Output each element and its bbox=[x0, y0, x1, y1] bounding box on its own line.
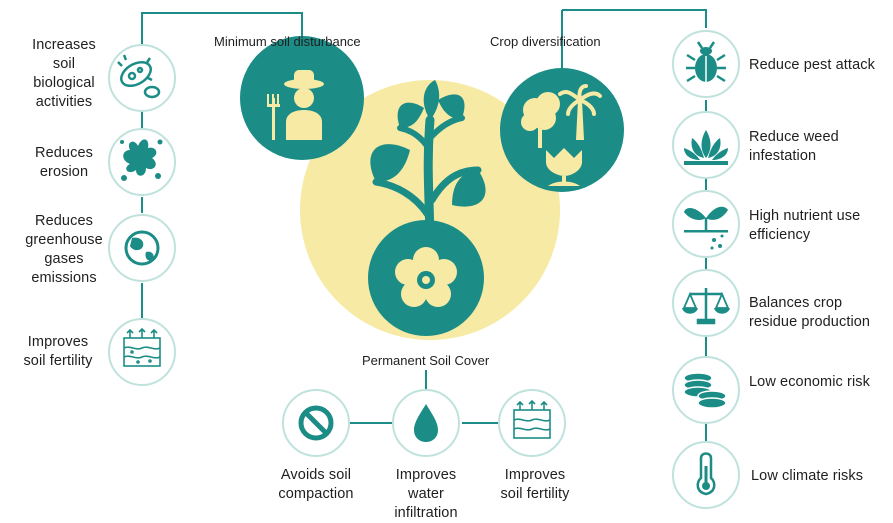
sprout-icon bbox=[684, 206, 728, 250]
right-benefit-label-1: Reduce pest attack bbox=[749, 56, 875, 75]
right-benefit-label-4: Balances crop residue production bbox=[749, 294, 870, 332]
label-line: residue production bbox=[749, 314, 871, 330]
water-drop-icon bbox=[414, 404, 438, 442]
minimum-soil-disturbance-circle bbox=[240, 36, 364, 160]
left-benefit-label-3: Reduces greenhouse gases emissions bbox=[16, 212, 112, 288]
right-benefit-circles bbox=[672, 30, 740, 509]
beetle-icon bbox=[686, 41, 726, 83]
crop-diversification-circle bbox=[500, 68, 624, 192]
right-benefit-1 bbox=[672, 30, 740, 98]
label-line: High nutrient use bbox=[749, 208, 861, 224]
right-benefit-label-5: Low economic risk bbox=[749, 373, 870, 392]
label-line: biological bbox=[33, 75, 95, 91]
label-line: infestation bbox=[749, 148, 817, 164]
microbe-icon bbox=[117, 54, 161, 99]
label-line: gases bbox=[44, 251, 84, 267]
trees-flower-icon bbox=[521, 84, 602, 186]
left-benefit-label-1: Increases soil biological activities bbox=[16, 36, 112, 112]
connector-lines bbox=[141, 9, 707, 444]
left-benefit-2 bbox=[108, 128, 176, 196]
label-line: Reduce weed bbox=[749, 129, 839, 145]
flower-icon bbox=[395, 247, 457, 307]
right-benefit-label-3: High nutrient use efficiency bbox=[749, 207, 860, 245]
right-benefit-6 bbox=[672, 441, 740, 509]
label-line: Reduces bbox=[35, 213, 93, 229]
label-line: soil bbox=[52, 56, 76, 72]
right-benefit-5 bbox=[672, 356, 740, 424]
label-line: Reduces bbox=[35, 145, 93, 161]
farmer-icon bbox=[267, 70, 324, 140]
label-line: compaction bbox=[278, 486, 354, 502]
left-benefit-3 bbox=[108, 214, 176, 282]
bottom-benefit-label-2: Improves water infiltration bbox=[371, 466, 481, 523]
left-benefit-label-4: Improves soil fertility bbox=[10, 333, 106, 371]
label-line: Reduce pest attack bbox=[749, 57, 875, 73]
label-line: efficiency bbox=[749, 227, 811, 243]
title-permanent-soil-cover: Permanent Soil Cover bbox=[362, 353, 490, 368]
label-line: Balances crop bbox=[749, 295, 843, 311]
weed-icon bbox=[684, 130, 728, 165]
coins-icon bbox=[683, 372, 727, 409]
bottom-benefit-3 bbox=[498, 389, 566, 457]
right-benefit-3 bbox=[672, 190, 740, 258]
globe-icon bbox=[124, 230, 160, 266]
label-line: Avoids soil bbox=[280, 467, 352, 483]
label-line: soil fertility bbox=[500, 486, 570, 502]
label-line: infiltration bbox=[394, 505, 458, 521]
label-line: greenhouse bbox=[25, 232, 103, 248]
label-line: emissions bbox=[31, 270, 97, 286]
label-line: Improves bbox=[504, 467, 566, 483]
bottom-benefit-label-1: Avoids soil compaction bbox=[261, 466, 371, 504]
bottom-benefit-label-3: Improves soil fertility bbox=[480, 466, 590, 504]
title-crop-diversification: Crop diversification bbox=[490, 34, 601, 49]
bottom-benefit-2 bbox=[392, 389, 460, 457]
label-line: soil fertility bbox=[23, 353, 93, 369]
prohibited-icon bbox=[298, 405, 334, 441]
label-line: erosion bbox=[39, 164, 89, 180]
connector-right-top bbox=[562, 9, 707, 28]
soil-layers-icon bbox=[123, 327, 161, 367]
permanent-soil-cover-circle bbox=[368, 220, 484, 336]
label-line: Low economic risk bbox=[749, 374, 870, 390]
label-line: water bbox=[408, 486, 444, 502]
label-line: Low climate risks bbox=[751, 468, 864, 484]
label-line: Increases bbox=[32, 37, 96, 53]
right-benefit-label-2: Reduce weed infestation bbox=[749, 128, 839, 166]
label-line: Improves bbox=[395, 467, 457, 483]
plant-icon bbox=[370, 80, 486, 255]
right-benefit-label-6: Low climate risks bbox=[751, 467, 863, 486]
left-benefit-label-2: Reduces erosion bbox=[16, 144, 112, 182]
right-benefit-4 bbox=[672, 269, 740, 337]
left-benefit-circles bbox=[108, 44, 176, 386]
splash-icon bbox=[120, 139, 163, 181]
title-minimum-soil-disturbance: Minimum soil disturbance bbox=[214, 34, 361, 49]
thermometer-icon bbox=[696, 452, 716, 496]
label-line: activities bbox=[35, 94, 93, 110]
connector-left-top bbox=[141, 12, 303, 48]
soil-layers-icon bbox=[513, 399, 551, 439]
label-line: Improves bbox=[27, 334, 89, 350]
left-benefit-1 bbox=[108, 44, 176, 112]
bottom-benefit-circles bbox=[282, 389, 566, 457]
left-benefit-4 bbox=[108, 318, 176, 386]
balance-scale-icon bbox=[681, 288, 731, 325]
right-benefit-2 bbox=[672, 111, 740, 179]
bottom-benefit-1 bbox=[282, 389, 350, 457]
